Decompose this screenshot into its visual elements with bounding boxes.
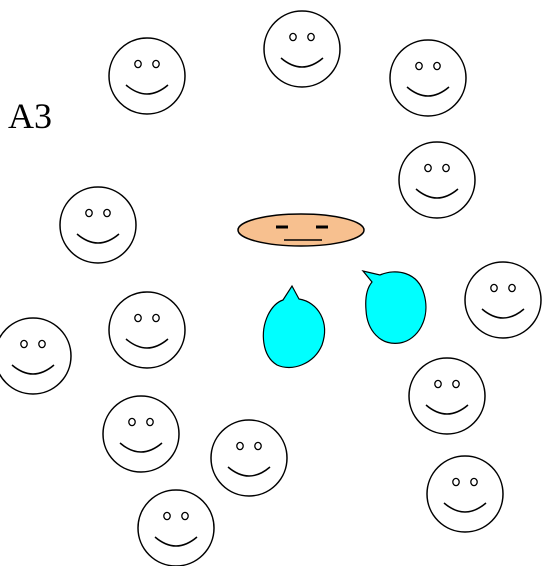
smiley-head [465,262,541,338]
smiley-head [103,396,179,472]
smiley-face-icon [427,456,503,532]
smiley-face-icon [109,38,185,114]
smiley-face-icon [0,318,71,394]
smiley-group [0,11,541,566]
speech-bubble-left [263,286,324,368]
smiley-face-icon [264,11,340,87]
smiley-face-icon [103,396,179,472]
smiley-face-icon [409,358,485,434]
smiley-face-icon [399,142,475,218]
smiley-face-icon [138,490,214,566]
smiley-head [0,318,71,394]
smiley-face-icon [109,292,185,368]
smiley-head [427,456,503,532]
smiley-face-icon [60,187,136,263]
smiley-head [138,490,214,566]
smiley-head [409,358,485,434]
smiley-head [109,292,185,368]
flat-face-icon [238,214,364,246]
speech-bubble-icon [263,286,324,368]
smiley-head [399,142,475,218]
flat-face-outline [238,214,364,246]
smiley-head [60,187,136,263]
smiley-face-icon [465,262,541,338]
speech-bubble-right [363,271,426,343]
speech-bubble-icon [363,271,426,343]
smiley-head [264,11,340,87]
smiley-face-icon [211,420,287,496]
smiley-face-icon [390,40,466,116]
smiley-head [211,420,287,496]
smiley-head [109,38,185,114]
smiley-head [390,40,466,116]
